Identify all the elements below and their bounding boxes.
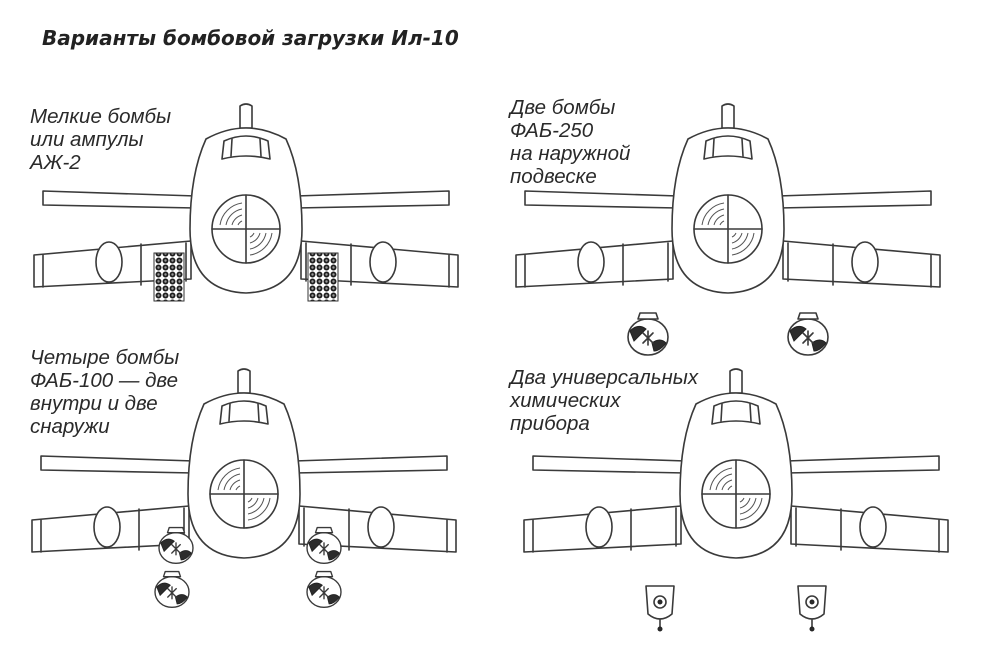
bomb-fab250-right bbox=[787, 312, 829, 356]
caption-variant-1: Мелкие бомбы или ампулы АЖ-2 bbox=[30, 105, 172, 174]
small-bombs-cells-left bbox=[153, 252, 185, 302]
caption-variant-4: Два универсальных химических прибора bbox=[510, 366, 699, 435]
chemical-device-right bbox=[797, 585, 827, 632]
bomb-fab100-outer-left bbox=[154, 570, 190, 608]
caption-variant-2: Две бомбы ФАБ-250 на наружной подвеске bbox=[510, 96, 631, 188]
small-bombs-cells-right bbox=[307, 252, 339, 302]
bomb-fab100-outer-right bbox=[306, 570, 342, 608]
caption-variant-3: Четыре бомбы ФАБ-100 — две внутри и две … bbox=[30, 346, 180, 438]
aircraft-variant-1 bbox=[33, 103, 459, 302]
bomb-fab250-left bbox=[627, 312, 669, 356]
figure-title: Варианты бомбовой загрузки Ил-10 bbox=[42, 26, 459, 50]
chemical-device-left bbox=[645, 585, 675, 632]
